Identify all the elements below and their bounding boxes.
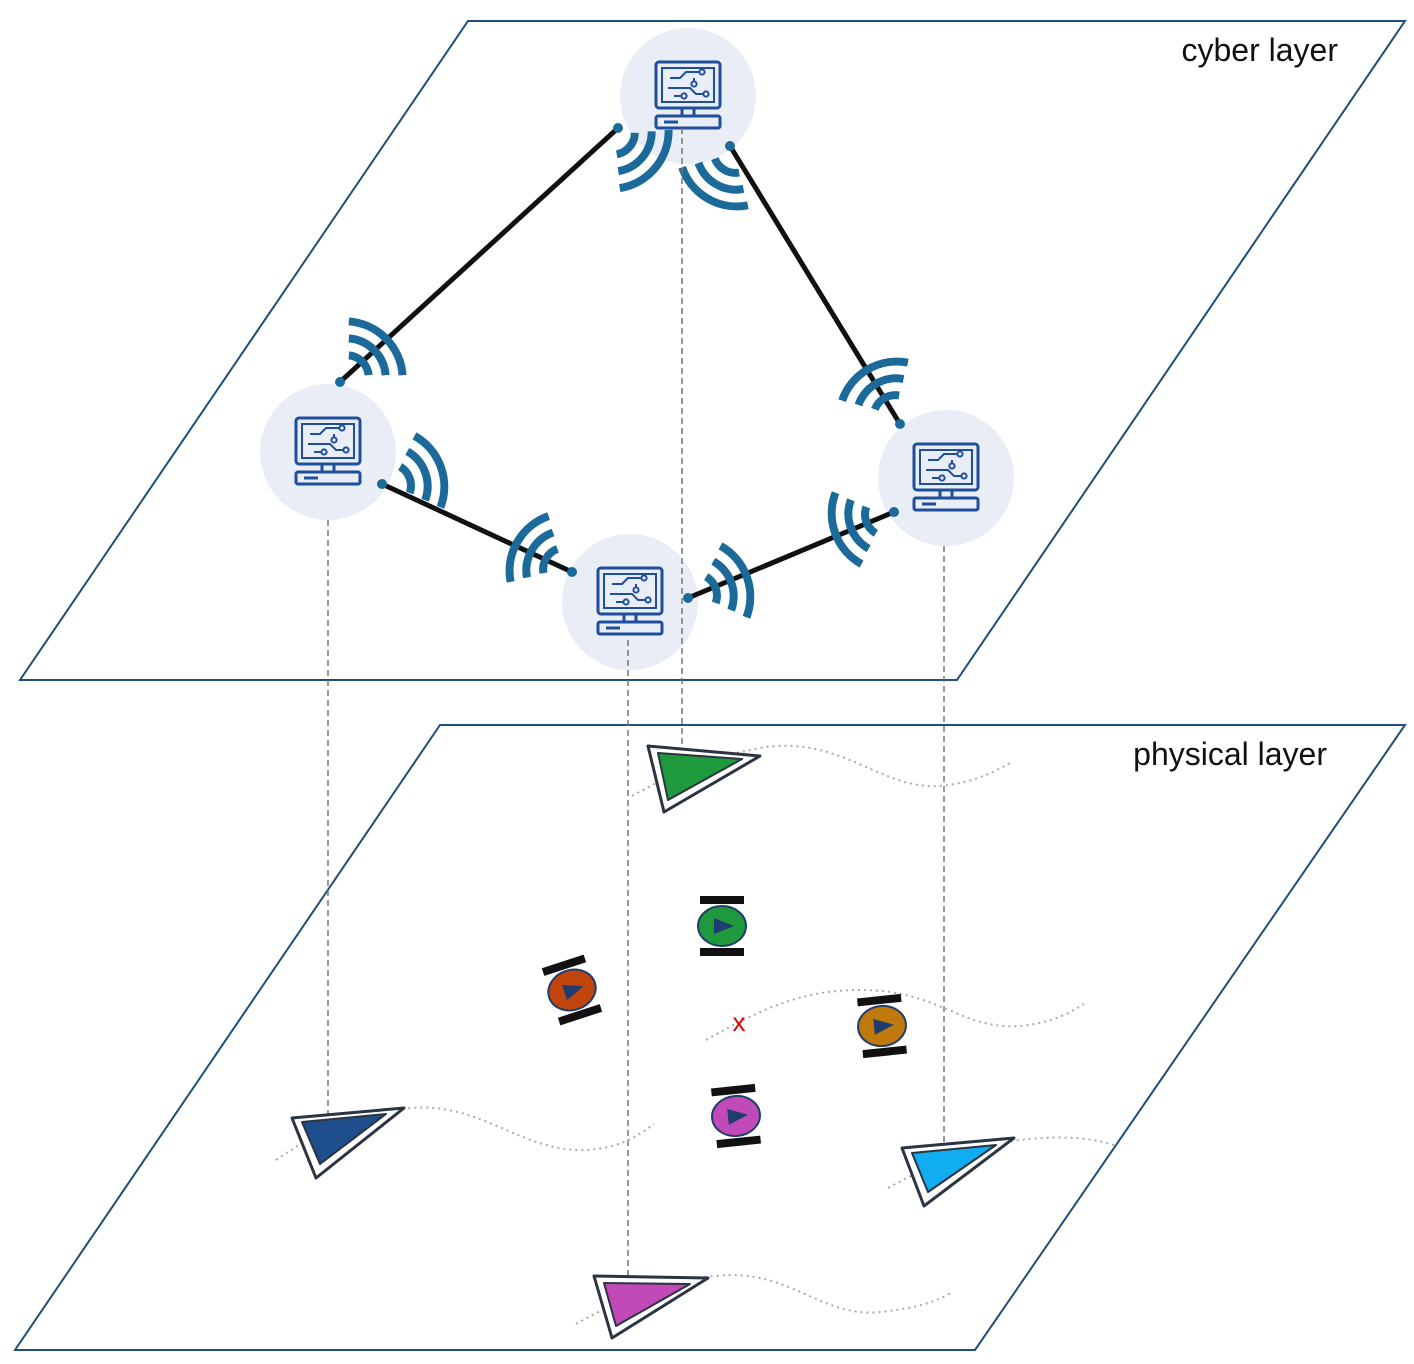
- cyber-layer: cyber layer: [18, 20, 1407, 681]
- cyber-layer-label: cyber layer: [1182, 32, 1339, 68]
- robot-green-icon: [697, 896, 747, 956]
- robot-amber-icon: [856, 993, 908, 1059]
- physical-layer-label: physical layer: [1133, 736, 1327, 772]
- robots: [541, 896, 908, 1149]
- agent-blue-icon: [290, 1106, 406, 1180]
- agent-green-icon: [646, 744, 762, 814]
- physical-layer: physical layer: [13, 724, 1407, 1351]
- link-endpoints: [335, 123, 905, 603]
- node-halos: [260, 28, 1014, 670]
- triangle-agents: [290, 744, 1016, 1340]
- link-bottom-right: [685, 509, 897, 601]
- cyber-layer-plane: [18, 20, 1407, 681]
- robot-orange-icon: [541, 954, 603, 1026]
- physical-layer-plane: [13, 724, 1407, 1351]
- target-marker: x: [733, 1007, 746, 1037]
- link-top-right: [727, 143, 903, 427]
- node-halo: [260, 384, 396, 520]
- node-halo: [562, 534, 698, 670]
- link-left-bottom: [379, 481, 575, 575]
- trajectory-path: [275, 1106, 655, 1161]
- node-halo: [878, 410, 1014, 546]
- node-halo: [620, 28, 756, 164]
- robot-magenta-icon: [710, 1083, 762, 1149]
- trajectory-path: [887, 1136, 1117, 1189]
- agent-cyan-icon: [900, 1136, 1016, 1208]
- agent-magenta-icon: [592, 1274, 710, 1340]
- projection-lines: [327, 128, 945, 1300]
